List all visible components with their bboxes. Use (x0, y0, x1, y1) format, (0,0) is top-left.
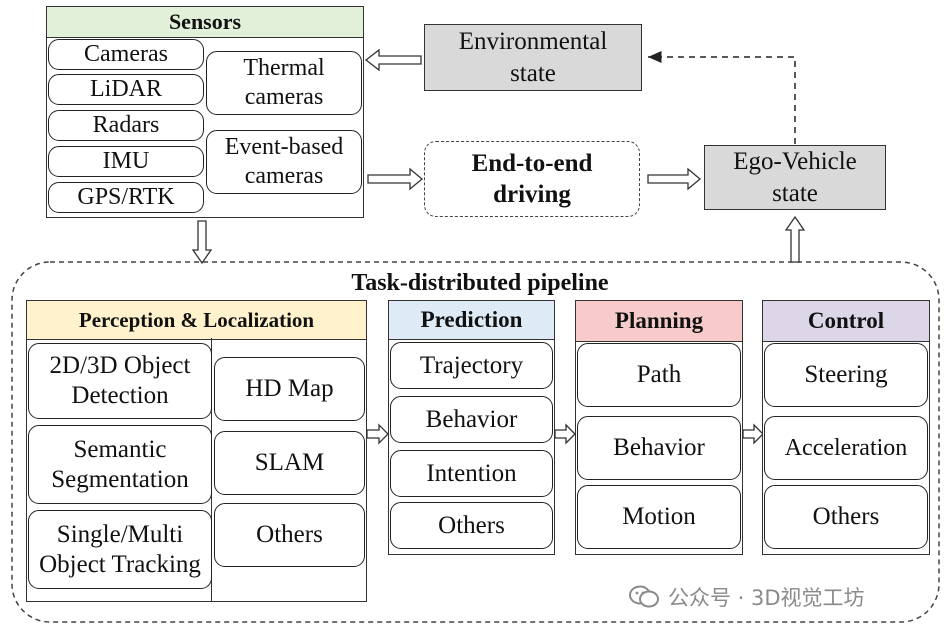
end-to-end-label: End-to-end driving (471, 149, 593, 208)
perception-item: Semantic Segmentation (28, 425, 212, 504)
perception-title: Perception & Localization (78, 307, 315, 332)
prediction-item: Behavior (390, 396, 553, 443)
sensors-title: Sensors (168, 9, 242, 34)
prediction-header: Prediction (389, 301, 554, 340)
control-item: Steering (764, 343, 928, 407)
perception-item: Single/Multi Object Tracking (28, 510, 212, 589)
environmental-state-label: Environmental state (458, 28, 608, 87)
perception-item-right: SLAM (214, 431, 365, 495)
arrow-planning-to-control (742, 423, 764, 445)
sensor-item: Radars (48, 110, 204, 141)
arrow-perception-to-prediction (366, 423, 389, 445)
end-to-end-box: End-to-end driving (424, 141, 640, 217)
perception-header: Perception & Localization (27, 301, 366, 340)
control-item: Acceleration (764, 416, 928, 480)
ego-vehicle-state-label: Ego-Vehicle state (733, 148, 857, 207)
sensor-item-right: Event-based cameras (206, 130, 362, 194)
watermark-text: 公众号 · 3D视觉工坊 (668, 586, 865, 610)
arrow-env-to-sensors (364, 48, 422, 72)
arrow-pipeline-to-ego (784, 215, 806, 263)
perception-item-right: Others (214, 503, 365, 567)
sensor-item: GPS/RTK (48, 182, 204, 213)
perception-item-right: HD Map (214, 357, 365, 421)
arrow-prediction-to-planning (554, 423, 576, 445)
perception-item: 2D/3D Object Detection (28, 343, 212, 419)
prediction-item: Trajectory (390, 342, 553, 389)
planning-item: Motion (577, 485, 741, 549)
arrow-sensors-to-e2e (367, 167, 424, 191)
wechat-icon (629, 585, 659, 608)
sensor-item: Cameras (48, 39, 204, 70)
pipeline-frame (11, 261, 940, 623)
dashed-feedback-arrow (648, 51, 796, 144)
control-title: Control (807, 308, 885, 333)
sensor-item: LiDAR (48, 74, 204, 105)
pipeline-title: Task-distributed pipeline (351, 269, 609, 296)
environmental-state-box: Environmental state (424, 24, 642, 91)
planning-title: Planning (614, 308, 704, 333)
ego-vehicle-state-box: Ego-Vehicle state (704, 145, 886, 210)
prediction-title: Prediction (420, 307, 523, 332)
planning-item: Behavior (577, 416, 741, 480)
planning-header: Planning (576, 301, 742, 342)
sensors-header: Sensors (47, 7, 363, 38)
arrow-sensors-to-pipeline (191, 220, 213, 265)
prediction-item: Others (390, 502, 553, 549)
prediction-item: Intention (390, 450, 553, 497)
arrow-e2e-to-ego (647, 167, 702, 191)
sensor-item-right: Thermal cameras (206, 51, 362, 115)
watermark: 公众号 · 3D视觉工坊 (628, 582, 938, 612)
control-header: Control (763, 301, 929, 342)
planning-item: Path (577, 343, 741, 407)
sensor-item: IMU (48, 146, 204, 177)
control-item: Others (764, 485, 928, 549)
